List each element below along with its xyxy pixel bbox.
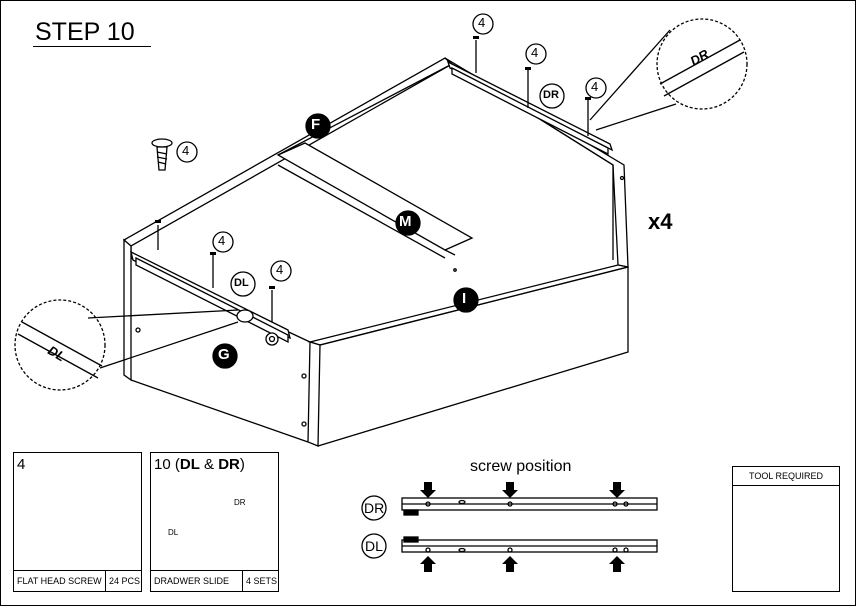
tag-circle-dr <box>539 83 565 109</box>
hardware-box-slide: 10 (DL & DR) DRADWER SLIDE 4 SETS <box>150 452 279 592</box>
slide-box-tag-dl: DL <box>168 528 179 537</box>
step-title: STEP 10 <box>35 18 135 46</box>
qty-callout-6: 4 <box>591 79 599 94</box>
slide-tag-dl: DL <box>234 277 249 289</box>
slide-box-footer: DRADWER SLIDE 4 SETS <box>151 570 278 591</box>
part-label-f: F <box>311 116 321 133</box>
part-label-g: G <box>218 346 230 363</box>
qty-callout-2: 4 <box>218 233 226 248</box>
part-label-circles <box>212 113 479 369</box>
qty-callout-4: 4 <box>478 15 486 30</box>
slide-box-qty-dr: DR <box>218 456 240 473</box>
screw-markers <box>155 36 591 289</box>
drawer-slide-right <box>446 40 614 156</box>
screw-position-diagram <box>361 482 658 572</box>
screw-box-name: FLAT HEAD SCREW <box>14 571 106 591</box>
slide-box-qty: 10 (DL & DR) <box>154 456 245 473</box>
slide-box-qty-dl: DL <box>179 456 200 473</box>
slide-tag-dr: DR <box>543 89 559 101</box>
slide-box-name: DRADWER SLIDE <box>151 571 243 591</box>
screw-position-title: screw position <box>470 458 572 475</box>
slide-box-qty-amp: & <box>199 456 219 473</box>
screw-box-count: 24 PCS <box>109 576 141 586</box>
slide-box-qty-suffix: ) <box>239 456 245 473</box>
qty-callout-3: 4 <box>276 262 284 277</box>
zoom-detail-dl <box>14 299 239 391</box>
tool-required-title: TOOL REQUIRED <box>733 467 839 486</box>
qty-callout-5: 4 <box>531 45 539 60</box>
zoom-detail-dr <box>589 18 748 131</box>
slide-box-tag-dr: DR <box>234 498 246 507</box>
step-title-underline <box>33 46 151 47</box>
screw-detail-icon <box>151 138 173 171</box>
screw-box-footer: FLAT HEAD SCREW 24 PCS <box>14 570 141 591</box>
slide-box-count: 4 SETS <box>246 576 278 586</box>
tag-circle-dl <box>230 271 256 297</box>
qty-callout-1: 4 <box>182 143 190 158</box>
hardware-box-screw: 4 FLAT HEAD SCREW 24 PCS <box>13 452 142 592</box>
screw-box-qty: 4 <box>17 456 26 473</box>
screw-position-dl: DL <box>365 538 383 554</box>
drawer-slide-left <box>130 225 291 346</box>
slide-box-qty-prefix: 10 ( <box>154 456 180 473</box>
quantity-callouts <box>176 13 607 282</box>
part-label-m: M <box>399 213 412 230</box>
tool-required-box: TOOL REQUIRED <box>732 466 840 592</box>
quantity-multiplier: x4 <box>648 209 673 234</box>
screw-position-dr: DR <box>364 500 385 516</box>
part-label-i: I <box>462 290 467 307</box>
